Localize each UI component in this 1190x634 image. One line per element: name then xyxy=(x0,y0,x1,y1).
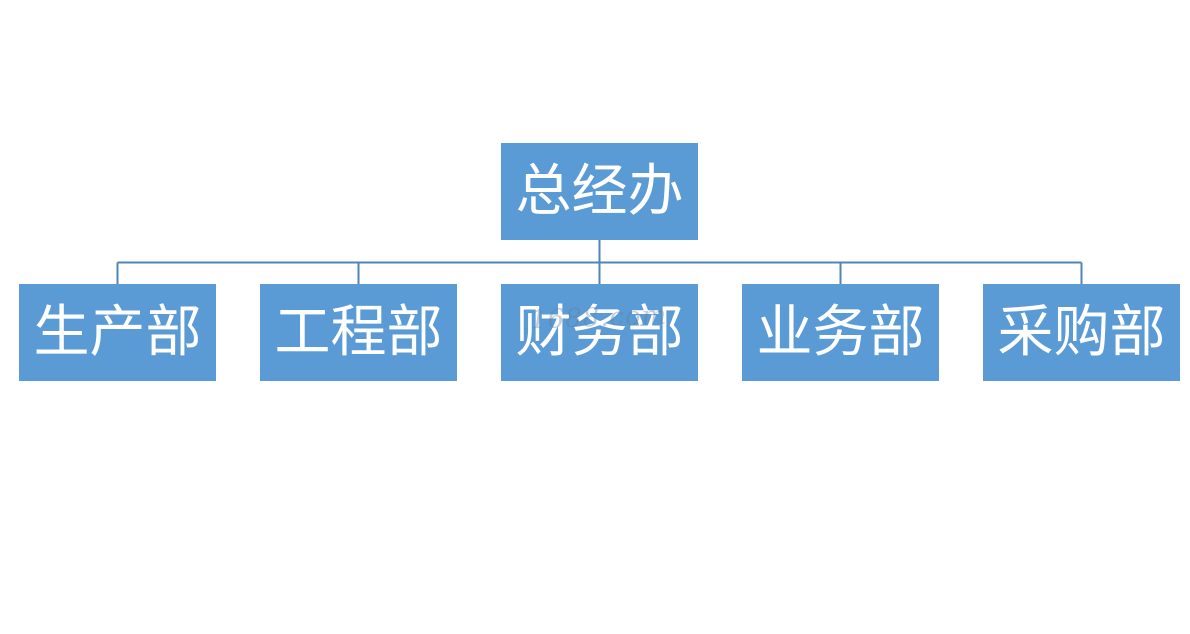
root-node-general-office: 总经办 xyxy=(501,143,698,240)
child-node-finance: 财务部 xyxy=(501,284,698,381)
child-node-production: 生产部 xyxy=(19,284,216,381)
child-node-business: 业务部 xyxy=(742,284,939,381)
child-node-label: 财务部 xyxy=(515,299,684,365)
child-node-engineering: 工程部 xyxy=(260,284,457,381)
child-node-label: 生产部 xyxy=(33,299,202,365)
child-node-purchasing: 采购部 xyxy=(983,284,1180,381)
child-node-label: 工程部 xyxy=(274,299,443,365)
child-node-label: 业务部 xyxy=(756,299,925,365)
child-node-label: 采购部 xyxy=(997,299,1166,365)
root-node-label: 总经办 xyxy=(515,158,684,224)
